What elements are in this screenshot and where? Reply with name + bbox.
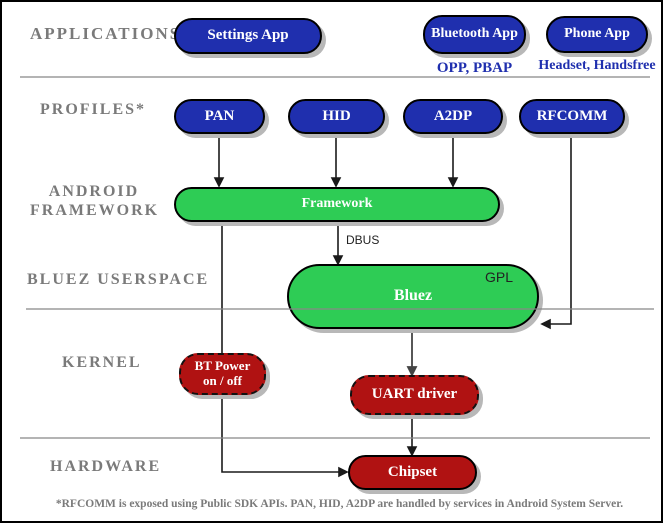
- edge-label-dbus: DBUS: [346, 233, 380, 247]
- row-label-android-framework-line2: FRAMEWORK: [30, 202, 160, 219]
- node-phone-app: Phone App: [546, 16, 648, 53]
- footnote: *RFCOMM is exposed using Public SDK APIs…: [55, 498, 624, 510]
- node-chipset: Chipset: [348, 455, 477, 490]
- node-uart-driver: UART driver: [350, 375, 479, 415]
- node-framework: Framework: [174, 187, 500, 222]
- edge-label-gpl: GPL: [485, 269, 514, 285]
- row-label-applications: APPLICATIONS: [30, 24, 182, 43]
- node-rfcomm: RFCOMM: [519, 99, 625, 134]
- row-label-android-framework-line1: ANDROID: [48, 183, 140, 200]
- node-bt-power: BT Power on / off: [179, 353, 266, 395]
- arrow-framework-to-chipset-via-btpower: [221, 222, 339, 473]
- node-a2dp: A2DP: [403, 99, 503, 134]
- node-pan: PAN: [174, 99, 265, 134]
- row-label-kernel: KERNEL: [62, 354, 142, 371]
- node-hid: HID: [288, 99, 385, 134]
- node-bt-power-line1: BT Power: [194, 358, 251, 374]
- node-bt-power-line2: on / off: [203, 373, 242, 388]
- row-label-profiles: PROFILES*: [40, 101, 147, 118]
- row-label-bluez-userspace: BLUEZ USERSPACE: [27, 271, 210, 288]
- node-settings-app: Settings App: [174, 18, 322, 54]
- annotation-opp-pbap: OPP, PBAP: [436, 60, 513, 76]
- row-label-android-framework: ANDROID FRAMEWORK: [30, 182, 158, 220]
- row-label-hardware: HARDWARE: [50, 458, 162, 475]
- arrow-rfcomm-to-bluez: [550, 134, 572, 325]
- annotation-headset-handsfree: Headset, Handsfree: [538, 58, 656, 73]
- node-bluetooth-app: Bluetooth App: [423, 15, 526, 54]
